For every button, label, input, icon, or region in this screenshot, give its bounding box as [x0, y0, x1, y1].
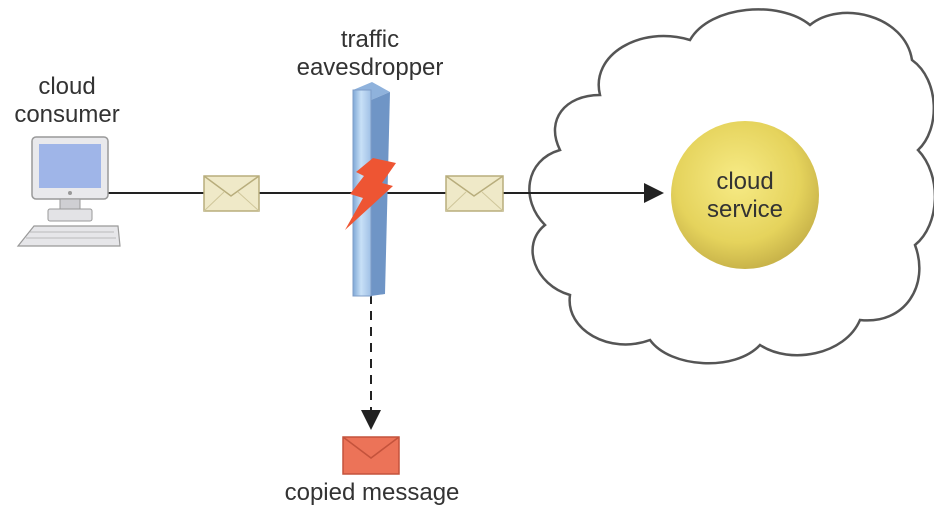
copied-message-label: copied message	[284, 479, 460, 506]
copied-envelope-icon	[342, 436, 400, 475]
envelope-icon	[203, 175, 260, 212]
cloud-consumer-label: cloud consumer	[14, 73, 120, 128]
traffic-eavesdropper-label: traffic eavesdropper	[296, 26, 444, 81]
envelope-icon	[445, 175, 504, 212]
cloud-service-label: cloud service	[706, 168, 784, 223]
cloud-service-node	[671, 121, 819, 269]
desktop-computer-icon	[16, 136, 121, 247]
lightning-bolt-icon	[345, 158, 396, 230]
